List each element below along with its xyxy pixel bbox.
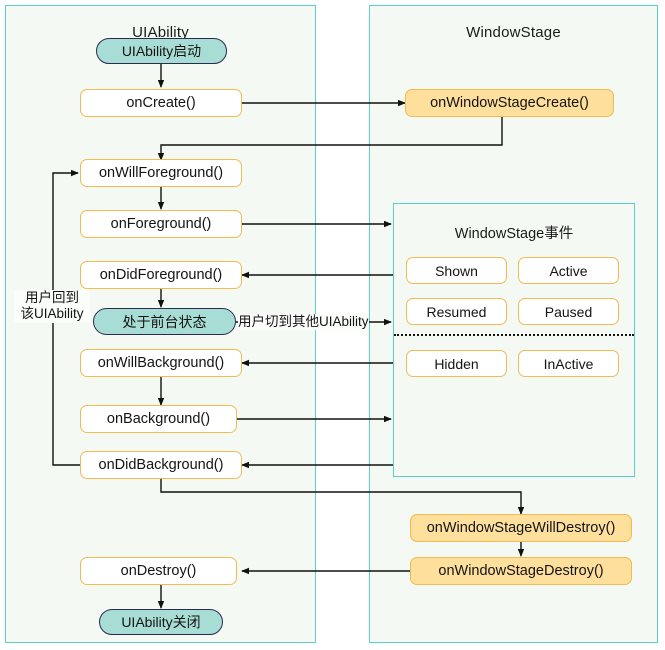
node-onforeground[interactable]: onForeground(): [80, 210, 242, 238]
event-chip-inactive[interactable]: InActive: [518, 350, 619, 377]
node-ondidforeground[interactable]: onDidForeground(): [80, 261, 242, 289]
node-onwillforeground[interactable]: onWillForeground(): [80, 159, 242, 187]
panel-uiability-title: UIAbility: [132, 24, 189, 41]
node-onwindowstagecreate[interactable]: onWindowStageCreate(): [405, 89, 614, 117]
node-onwindowstagedestroy-label: onWindowStageDestroy(): [438, 562, 604, 579]
edge-label-return-line1: 用户回到: [25, 290, 79, 305]
node-ondidbackground-label: onDidBackground(): [98, 456, 224, 473]
panel-windowstage-title: WindowStage: [466, 24, 561, 41]
node-onwindowstagecreate-label: onWindowStageCreate(): [430, 94, 589, 111]
node-uiability-end[interactable]: UIAbility关闭: [99, 609, 223, 635]
event-chip-shown-label: Shown: [435, 262, 478, 279]
node-oncreate[interactable]: onCreate(): [80, 89, 242, 117]
node-onbackground-label: onBackground(): [106, 410, 211, 427]
event-chip-active-label: Active: [549, 262, 588, 279]
node-onwindowstagedestroy[interactable]: onWindowStageDestroy(): [410, 557, 632, 585]
node-uiability-start[interactable]: UIAbility启动: [96, 38, 227, 64]
node-onwindowstagewilldestroy-label: onWindowStageWillDestroy(): [426, 519, 616, 536]
node-foreground-state-label: 处于前台状态: [122, 313, 207, 330]
edge-label-switch-ability-text: 用户切到其他UIAbility: [238, 314, 369, 329]
node-onforeground-label: onForeground(): [110, 215, 212, 232]
node-oncreate-label: onCreate(): [126, 94, 196, 111]
event-chip-resumed-label: Resumed: [426, 303, 487, 320]
event-chip-paused[interactable]: Paused: [518, 298, 619, 325]
event-chip-hidden-label: Hidden: [434, 355, 479, 372]
node-foreground-state[interactable]: 处于前台状态: [93, 308, 236, 335]
node-uiability-end-label: UIAbility关闭: [121, 614, 201, 630]
node-ondidforeground-label: onDidForeground(): [99, 266, 223, 283]
node-onwillbackground[interactable]: onWillBackground(): [80, 349, 242, 377]
node-ondidbackground[interactable]: onDidBackground(): [80, 451, 242, 479]
node-uiability-start-label: UIAbility启动: [121, 43, 202, 59]
windowstage-events-box: WindowStage事件: [393, 203, 635, 477]
node-onwindowstagewilldestroy[interactable]: onWindowStageWillDestroy(): [410, 514, 632, 542]
event-chip-resumed[interactable]: Resumed: [406, 298, 507, 325]
node-onwillforeground-label: onWillForeground(): [98, 164, 224, 181]
windowstage-events-title: WindowStage事件: [454, 226, 574, 242]
node-ondestroy-label: onDestroy(): [120, 562, 197, 579]
node-onwillbackground-label: onWillBackground(): [97, 354, 225, 371]
event-chip-shown[interactable]: Shown: [406, 257, 507, 284]
node-onbackground[interactable]: onBackground(): [80, 405, 237, 433]
events-divider: [394, 334, 634, 336]
event-chip-active[interactable]: Active: [518, 257, 619, 284]
edge-label-return-line2: 该UIAbility: [20, 306, 84, 322]
event-chip-inactive-label: InActive: [543, 355, 594, 372]
edge-label-switch-ability: 用户切到其他UIAbility: [238, 314, 369, 331]
edge-label-return-to-ability: 用户回到 该UIAbility: [14, 290, 90, 323]
node-ondestroy[interactable]: onDestroy(): [80, 557, 237, 585]
event-chip-paused-label: Paused: [544, 303, 593, 320]
event-chip-hidden[interactable]: Hidden: [406, 350, 507, 377]
